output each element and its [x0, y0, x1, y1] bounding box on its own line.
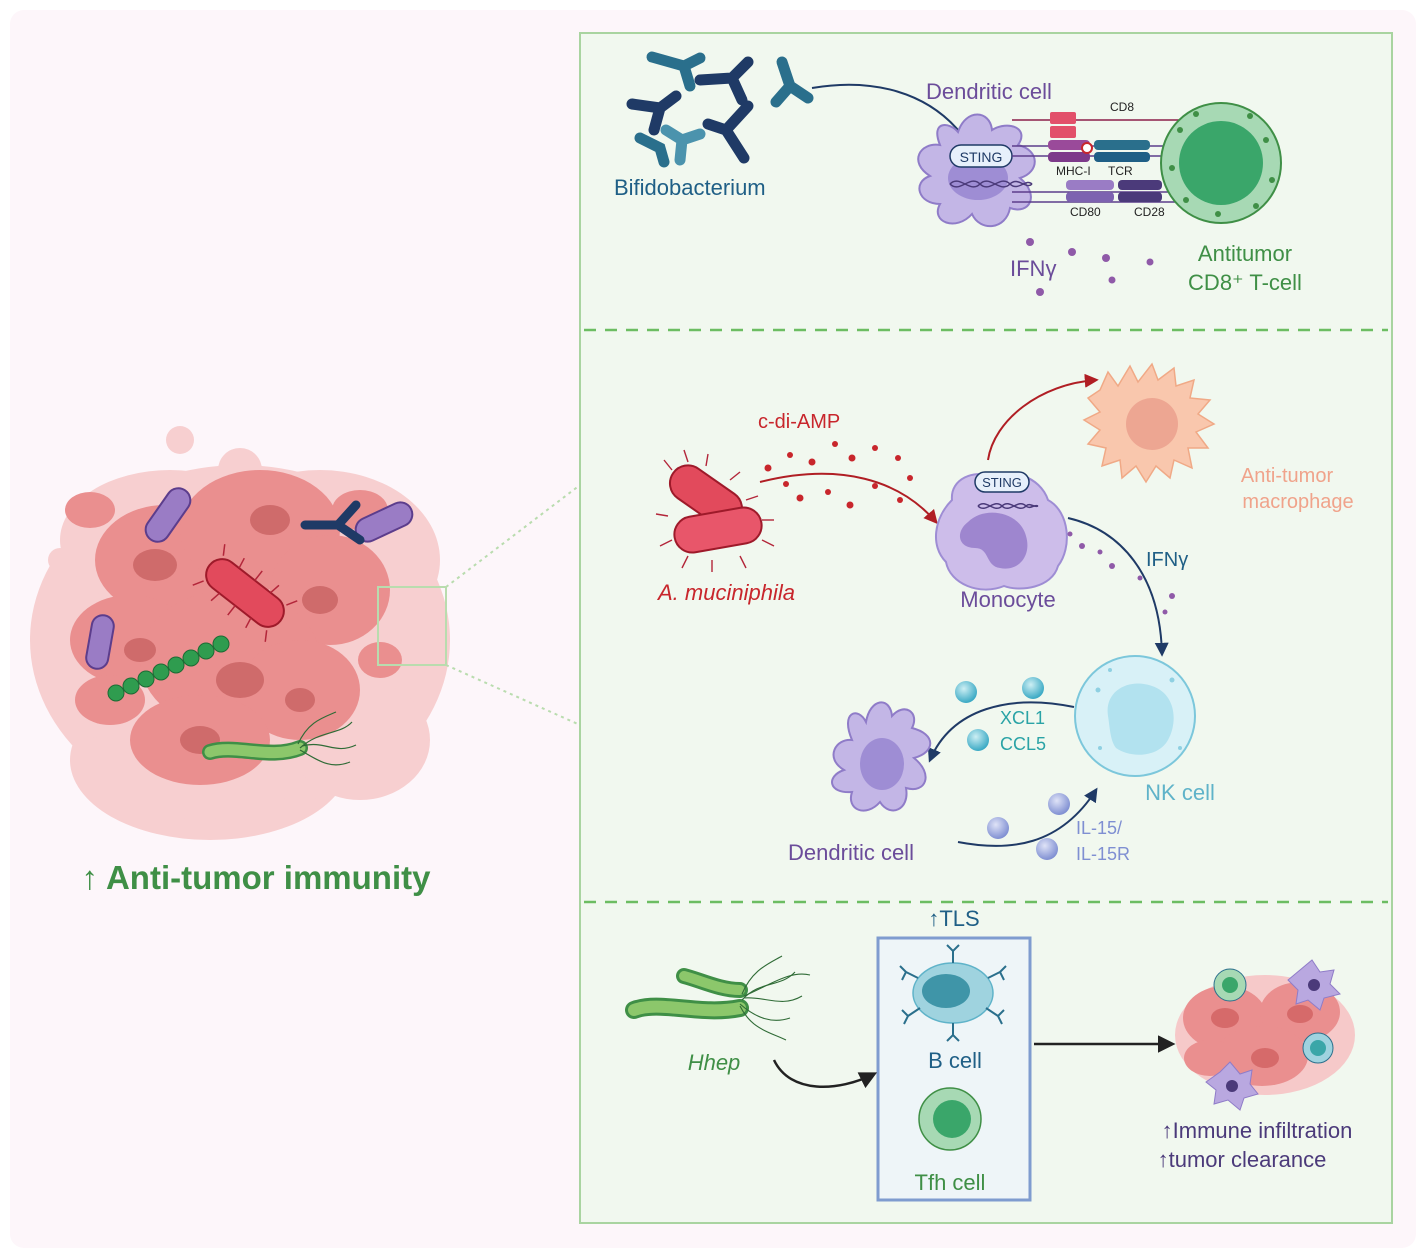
immune-infiltration-label: ↑Immune infiltration: [1162, 1118, 1353, 1143]
infiltrated-tumor-icon: [1175, 959, 1355, 1111]
ifng-label-1: IFNγ: [1010, 256, 1056, 281]
bifidobacterium-icon: [626, 51, 814, 168]
hhep-label: Hhep: [688, 1050, 741, 1075]
sting-badge: STING: [949, 144, 1013, 168]
sting-label: STING: [960, 149, 1003, 165]
cd80-label: CD80: [1070, 205, 1101, 219]
macrophage-label-1: Anti-tumor: [1241, 465, 1334, 487]
dendritic-cell-label-1: Dendritic cell: [926, 79, 1052, 104]
cd8-t-cell-label: CD8⁺ T-cell: [1188, 270, 1302, 295]
chemokine-particles: [955, 677, 1044, 751]
cd8-t-cell-icon: [1160, 102, 1282, 224]
dendritic-cell-label-2: Dendritic cell: [788, 840, 914, 865]
bifidobacterium-label: Bifidobacterium: [614, 175, 766, 200]
anti-tumor-immunity-heading: ↑ Anti-tumor immunity: [82, 859, 432, 896]
cd8-label: CD8: [1110, 100, 1134, 114]
b-cell-icon: [899, 944, 1007, 1042]
hhep-to-tls-arrow: [772, 1059, 878, 1089]
dendritic-cell-icon-2: [831, 701, 932, 812]
panel-bifidobacterium-sting: Bifidobacterium STING Dendritic cell: [614, 51, 1302, 296]
nk-cell-label: NK cell: [1145, 780, 1215, 805]
mhc1-label: MHC-I: [1056, 164, 1091, 178]
akkermansia-icon: [655, 449, 775, 572]
xcl1-label: XCL1: [1000, 708, 1045, 728]
il15-label: IL-15/: [1076, 818, 1122, 838]
panel-hhep-tls: ↑TLS B cell Tfh cell: [625, 906, 1355, 1202]
nk-cell-icon: [1074, 655, 1196, 777]
il15-particles: [987, 793, 1070, 860]
dendritic-cell-icon: [917, 113, 1036, 228]
tcr-label: TCR: [1108, 164, 1133, 178]
tumor-clearance-label: ↑tumor clearance: [1158, 1147, 1327, 1172]
hhep-icon: [625, 955, 811, 1041]
monocyte-label: Monocyte: [960, 587, 1055, 612]
macrophage-label-2: macrophage: [1242, 491, 1353, 513]
zoom-connector-top: [445, 484, 581, 588]
tls-label: ↑TLS: [928, 906, 979, 931]
receptor-complex: [1012, 112, 1190, 203]
ifng-label-2: IFNγ: [1146, 549, 1188, 571]
il15r-label: IL-15R: [1076, 844, 1130, 864]
ccl5-label: CCL5: [1000, 734, 1046, 754]
bifido-to-dc-arrow: [811, 83, 968, 143]
ifng-particles-2: [1067, 531, 1175, 615]
b-cell-label: B cell: [928, 1048, 982, 1073]
c-di-amp-particles: [764, 441, 913, 509]
ifng-particles: [1026, 238, 1154, 296]
monocyte-icon: [934, 472, 1068, 591]
ifng-to-nk-arrow: [1067, 517, 1169, 657]
zoom-box: [377, 586, 447, 666]
antitumor-label: Antitumor: [1198, 241, 1292, 266]
sting-label-2: STING: [982, 475, 1022, 490]
c-di-amp-label: c-di-AMP: [758, 411, 840, 433]
panel-akkermansia-sting: c-di-AMP A. mucin: [655, 362, 1354, 865]
macrophage-icon: [1082, 362, 1216, 484]
monocyte-to-macrophage-arrow: [987, 373, 1099, 461]
tfh-cell-label: Tfh cell: [915, 1170, 986, 1195]
a-muciniphila-label: A. muciniphila: [656, 580, 795, 605]
sting-badge-2: STING: [974, 471, 1030, 493]
tumor-tissue-illustration: [30, 426, 450, 840]
amp-to-monocyte-arrow: [759, 472, 938, 525]
tfh-cell-icon: [918, 1087, 982, 1151]
cd28-label: CD28: [1134, 205, 1165, 219]
nk-to-dc-arrow: [927, 701, 1075, 763]
dc-to-nk-arrow: [957, 787, 1098, 847]
